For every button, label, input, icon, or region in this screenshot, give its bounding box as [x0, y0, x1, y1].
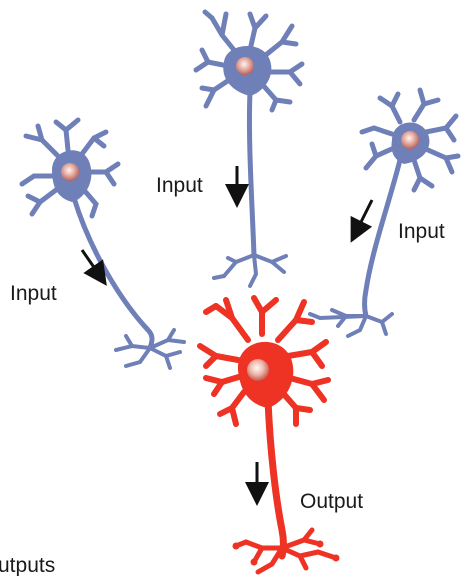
output-neuron — [197, 295, 340, 575]
input-neuron-top — [193, 9, 305, 288]
label-outputs-cut: utputs — [0, 554, 55, 576]
input-neuron-left — [19, 117, 186, 370]
label-output: Output — [300, 490, 363, 513]
arrow-right — [350, 199, 374, 243]
arrow-left — [80, 249, 107, 286]
input-neuron-right — [308, 87, 461, 338]
label-input-top: Input — [156, 174, 203, 197]
label-input-right: Input — [398, 220, 445, 243]
label-input-left: Input — [10, 282, 57, 305]
